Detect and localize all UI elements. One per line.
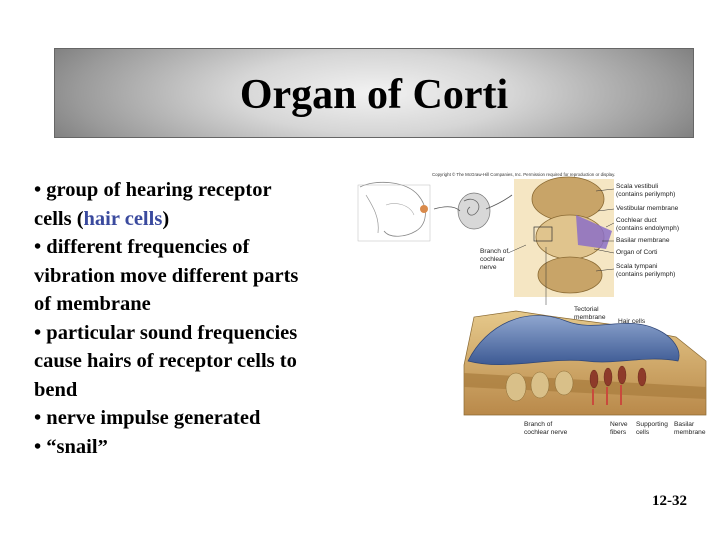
bullet-1-line-1: • group of hearing receptor — [34, 176, 354, 205]
hair-cells-highlight: hair cells — [83, 207, 163, 230]
bullet-3-line-3: bend — [34, 378, 78, 401]
label-tectorial-membrane-2: membrane — [574, 314, 606, 321]
bullet-3-line-2: cause hairs of receptor cells to — [34, 350, 297, 372]
bullet-1-text-pre: cells ( — [34, 207, 84, 230]
slide-number: 12-32 — [652, 493, 687, 509]
label-scala-vestibuli: Scala vestibuli — [616, 183, 659, 190]
copyright-notice: Copyright © The McGraw-Hill Companies, I… — [432, 172, 615, 177]
label-nerve-fibers-2: fibers — [610, 429, 627, 436]
label-scala-vestibuli-sub: (contains perilymph) — [616, 191, 675, 198]
label-cochlear-duct-sub: (contains endolymph) — [616, 225, 679, 232]
hair-cell-shapes — [589, 365, 647, 389]
label-organ-of-corti: Organ of Corti — [616, 249, 658, 256]
slide-title: Organ of Corti — [239, 72, 509, 118]
nerve-fiber-shapes — [592, 385, 622, 405]
bullet-2-line-1: • different frequencies of — [34, 236, 250, 258]
organ-of-corti-illustration: Copyright © The McGraw-Hill Companies, I… — [357, 172, 707, 436]
label-supporting-cells-2: cells — [636, 429, 650, 436]
bullet-4-line-1: • nerve impulse generated — [34, 407, 261, 429]
figure-labels: Scala vestibuli (contains perilymph) Ves… — [480, 183, 706, 436]
ear-sketch — [357, 182, 431, 242]
title-bar: Organ of Corti — [54, 48, 694, 138]
cochlea-cross-section — [514, 176, 614, 297]
bullet-3-line-1: • particular sound frequencies — [34, 321, 298, 344]
bullet-1-text-post: ) — [162, 207, 170, 230]
bullet-1-line-2: cells (hair cells) — [34, 205, 354, 234]
label-branch-cochlear-nerve-bottom-1: Branch of — [524, 421, 552, 428]
bullet-1-text: • group of hearing receptor — [34, 179, 272, 201]
label-tectorial-membrane-1: Tectorial — [574, 306, 599, 313]
label-vestibular-membrane: Vestibular membrane — [616, 205, 679, 212]
cochlea-sketch — [433, 192, 513, 230]
label-nerve-fibers-1: Nerve — [610, 421, 628, 428]
label-scala-tympani-sub: (contains perilymph) — [616, 271, 675, 278]
bullet-list: • group of hearing receptor cells (hair … — [34, 176, 354, 461]
label-branch-cochlear-nerve-top-1: Branch of — [480, 248, 508, 255]
bullet-2-line-3: of membrane — [34, 293, 151, 315]
bullet-2-line-2: vibration move different parts — [34, 264, 299, 287]
label-branch-cochlear-nerve-bottom-2: cochlear nerve — [524, 429, 568, 436]
label-basilar-membrane-bottom-2: membrane — [674, 429, 706, 436]
supporting-cell-shapes — [505, 370, 574, 402]
label-hair-cells: Hair cells — [618, 318, 646, 325]
label-scala-tympani: Scala tympani — [616, 263, 658, 270]
label-basilar-membrane: Basilar membrane — [616, 237, 670, 244]
organ-of-corti-block — [463, 310, 707, 416]
label-supporting-cells-1: Supporting — [636, 421, 668, 428]
bullet-5-line-1: • “snail” — [34, 435, 108, 458]
label-branch-cochlear-nerve-top-2: cochlear — [480, 256, 506, 263]
label-basilar-membrane-bottom-1: Basilar — [674, 421, 695, 428]
label-cochlear-duct: Cochlear duct — [616, 217, 657, 224]
label-branch-cochlear-nerve-top-3: nerve — [480, 264, 497, 271]
